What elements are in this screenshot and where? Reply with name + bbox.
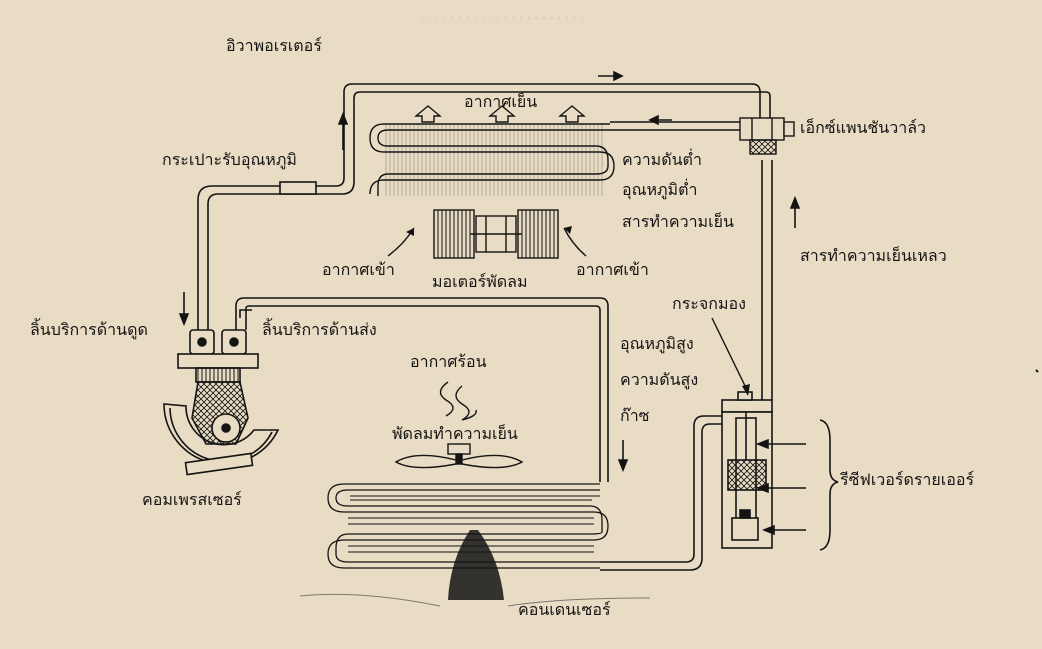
temperature-bulb (279, 181, 317, 195)
fan-blade-left (394, 454, 457, 469)
desiccant (727, 459, 767, 491)
label-suction-valve: ลิ้นบริการด้านดูด (30, 320, 148, 339)
label-compressor: คอมเพรสเซอร์ (142, 490, 242, 509)
receiver-filter (731, 517, 759, 541)
expansion-valve (739, 117, 795, 155)
fan-blade-right (461, 454, 524, 469)
label-temp-bulb: กระเปาะรับอุณหภูมิ (162, 150, 297, 169)
label-fan-motor: มอเตอร์พัดลม (432, 272, 528, 291)
suction-line-outer (197, 83, 761, 330)
label-condenser: คอนเดนเซอร์ (518, 600, 611, 619)
label-high-temp: อุณหภูมิสูง (620, 334, 694, 353)
label-receiver-drier: รีซีฟเวอร์ดรายเออร์ (840, 470, 975, 489)
receiver-brace (819, 419, 839, 551)
discharge-line-inner (245, 305, 601, 482)
compressor-head (177, 353, 259, 369)
condenser-outlet-inner (600, 423, 722, 571)
receiver-pointers (755, 438, 806, 536)
flow-arrow-discharge (239, 309, 252, 318)
label-cooling-fan: พัดลมทำความเย็น (392, 424, 518, 443)
fan-hub (447, 443, 471, 455)
label-low-temp: อุณหภูมิต่ำ (622, 180, 698, 199)
label-refrigerant: สารทำความเย็น (622, 212, 734, 231)
refrigerant-pipes (197, 83, 773, 571)
label-cool-air: อากาศเย็น (464, 92, 538, 111)
condenser-outlet-outer (600, 415, 722, 563)
cool-air-arrow-3 (558, 105, 586, 123)
label-expansion-valve: เอ็กซ์แพนชันวาล์ว (800, 118, 926, 137)
condenser-base-shadow (448, 530, 504, 600)
cool-air-arrows (414, 105, 586, 123)
cool-air-arrow-1 (414, 105, 442, 123)
flow-arrows (178, 70, 801, 473)
air-in-arrow-right (563, 227, 587, 257)
evaporator-coil (369, 121, 740, 196)
sight-glass (737, 391, 753, 401)
label-high-pressure: ความดันสูง (620, 370, 699, 389)
receiver-cap (721, 399, 773, 413)
hot-air-wave-icon (439, 381, 477, 421)
label-hot-air: อากาศร้อน (410, 352, 487, 371)
label-low-pressure: ความดันต่ำ (622, 150, 702, 169)
blower-left (433, 209, 475, 259)
cooling-fan (394, 443, 524, 469)
sight-glass-pointer (711, 317, 749, 393)
blower-right (517, 209, 559, 259)
label-sight-glass: กระจกมอง (672, 294, 746, 313)
label-air-in-left: อากาศเข้า (322, 260, 395, 279)
bleed-text-top: . . . . . . . . . . . . . . . . . . . . … (420, 8, 585, 22)
fan-motor (433, 209, 559, 259)
receiver-drier (721, 391, 773, 549)
label-gas: ก๊าซ (620, 406, 650, 425)
suction-line-inner (207, 91, 771, 330)
condenser-coil (327, 483, 609, 569)
label-discharge-valve: ลิ้นบริการด้านส่ง (262, 320, 377, 339)
cool-air-arrow-2 (488, 105, 516, 123)
label-liquid-refrigerant: สารทำความเย็นเหลว (800, 246, 947, 265)
label-air-in-right: อากาศเข้า (576, 260, 649, 279)
compressor (163, 329, 280, 476)
discharge-line-outer (235, 297, 609, 482)
compressor-pulley (163, 403, 280, 465)
label-evaporator: อิวาพอเรเตอร์ (226, 36, 322, 55)
